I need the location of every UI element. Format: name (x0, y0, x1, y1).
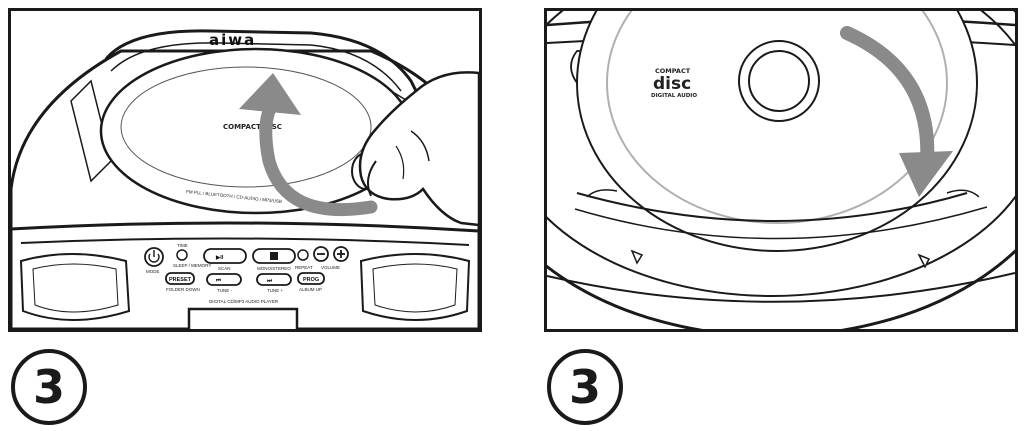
prev-track-icon: ⏮ (216, 278, 221, 284)
prog-label: PROG (303, 277, 319, 283)
lid-disc-mark: COMPACT DISC (223, 123, 282, 131)
mode-label: MODE (146, 269, 160, 274)
arrow-head (239, 73, 301, 115)
illustration-open-lid: aiwa COMPACT DISC FM PLL / BLUETOOTH / C… (8, 8, 482, 332)
mono-stereo-label: MONO/STEREO (257, 266, 291, 271)
disc (576, 11, 978, 252)
display-window (187, 307, 299, 329)
disc-logo-line3: DIGITAL AUDIO (651, 93, 697, 99)
next-track-icon: ⏭ (267, 278, 272, 284)
curved-arrow-icon (259, 96, 378, 217)
prev-track-button[interactable] (206, 273, 242, 286)
play-pause-icon: ▶II (215, 254, 224, 261)
prog-sub-label: ALBUM UP (299, 287, 322, 292)
arrow-head (899, 151, 953, 197)
timer-label: TIME (177, 243, 188, 248)
tune-minus-label: TUNE - (217, 288, 233, 293)
front-label: DIGITAL CD/MP3 AUDIO PLAYER (209, 299, 279, 304)
latch-left (630, 249, 644, 265)
preset-label: PRESET (169, 277, 192, 283)
next-track-button[interactable] (256, 273, 292, 286)
play-pause-button[interactable] (203, 248, 247, 264)
disc-tray-drawing: COMPACT disc DIGITAL AUDIO (547, 11, 1015, 329)
disc-logo-line1: COMPACT (655, 67, 691, 75)
power-icon (148, 253, 160, 263)
timer-button[interactable] (176, 249, 188, 261)
boombox-drawing: aiwa COMPACT DISC FM PLL / BLUETOOTH / C… (11, 29, 479, 329)
curved-arrow-icon (840, 26, 935, 168)
repeat-label: REPEAT (295, 265, 313, 270)
sleep-label: SLEEP / MEMORY (173, 263, 211, 268)
volume-label: VOLUME (321, 265, 340, 270)
disc-ring (606, 11, 948, 224)
right-speaker (359, 253, 471, 321)
preset-button[interactable] (165, 272, 195, 285)
scan-label: SCAN (218, 266, 231, 271)
stop-icon (270, 252, 278, 260)
repeat-button[interactable] (297, 249, 309, 261)
brand-logo: aiwa (209, 31, 256, 49)
illustration-disc-tray: COMPACT disc DIGITAL AUDIO (544, 8, 1018, 332)
prog-button[interactable] (297, 272, 325, 285)
hand (358, 71, 479, 227)
preset-sub-label: FOLDER DOWN (166, 287, 200, 292)
step-number-badge: 3 (11, 349, 87, 425)
latch-right (917, 253, 931, 269)
tune-plus-label: TUNE + (267, 288, 284, 293)
left-speaker (19, 253, 131, 321)
step-number-badge: 3 (547, 349, 623, 425)
disc-logo-line2: disc (653, 74, 691, 94)
